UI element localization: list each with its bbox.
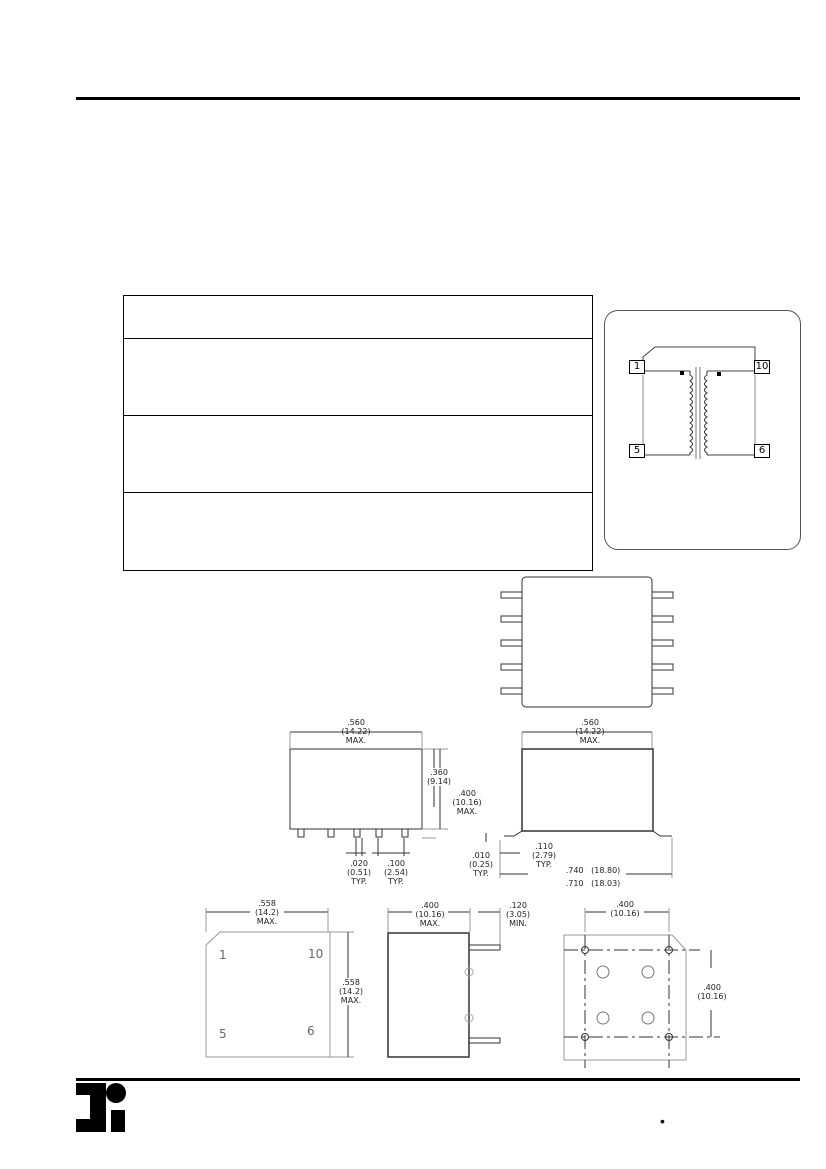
top-view-pin-10: 10 — [308, 947, 324, 961]
dim-pcb-width: .400 (10.16) — [606, 900, 644, 918]
dim-pcb-height: .400 (10.16) — [694, 983, 730, 1001]
dim-pitch-100: .100 (2.54) TYP. — [383, 859, 409, 886]
dim-end-width: .400 (10.16) MAX. — [412, 901, 448, 928]
schematic-pin-5: 5 — [629, 444, 645, 458]
top-view-pin-6: 6 — [307, 1024, 315, 1038]
dim-end-lead: .120 (3.05) MIN. — [505, 901, 531, 928]
front-view — [485, 731, 673, 878]
schematic-pin-10: 10 — [754, 360, 770, 374]
schematic-pin-6: 6 — [754, 444, 770, 458]
side-view — [289, 731, 448, 856]
pcb-layout-view — [563, 908, 720, 1068]
header-rule — [76, 97, 800, 100]
spec-table-row — [124, 339, 592, 416]
footer-rule — [76, 1078, 800, 1081]
dim-top-width: .558 (14.2) MAX. — [250, 899, 284, 926]
company-logo — [76, 1083, 126, 1132]
dim-front-width: .560 (14.22) MAX. — [575, 718, 605, 745]
dim-side-width: .560 (14.22) MAX. — [341, 718, 371, 745]
spec-table-header-row — [124, 296, 592, 339]
spec-table-row — [124, 416, 592, 493]
transformer-schematic — [642, 346, 756, 459]
top-view-pin-5: 5 — [219, 1027, 227, 1041]
dim-lead-110: .110 (2.79) TYP. — [531, 842, 557, 869]
dim-top-height: .558 (14.2) MAX. — [336, 978, 366, 1005]
dim-side-height-400: .400 (10.16) MAX. — [452, 789, 482, 816]
footer-bullet: • — [660, 1113, 665, 1129]
schematic-panel: 1 10 5 6 — [604, 310, 801, 550]
schematic-pin-1: 1 — [629, 360, 645, 374]
top-view — [205, 908, 354, 1058]
end-view — [387, 908, 501, 1058]
dim-lead-020: .020 (0.51) TYP. — [346, 859, 372, 886]
dim-span-710: .710 (18.03) — [565, 879, 621, 888]
footprint-view — [500, 576, 674, 708]
top-view-pin-1: 1 — [219, 948, 227, 962]
dim-side-height-360: .360 (9.14) — [424, 768, 454, 786]
dim-span-740: .740 (18.80) — [560, 866, 626, 875]
spec-table — [123, 295, 593, 571]
dim-standoff-010: .010 (0.25) TYP. — [468, 851, 494, 878]
